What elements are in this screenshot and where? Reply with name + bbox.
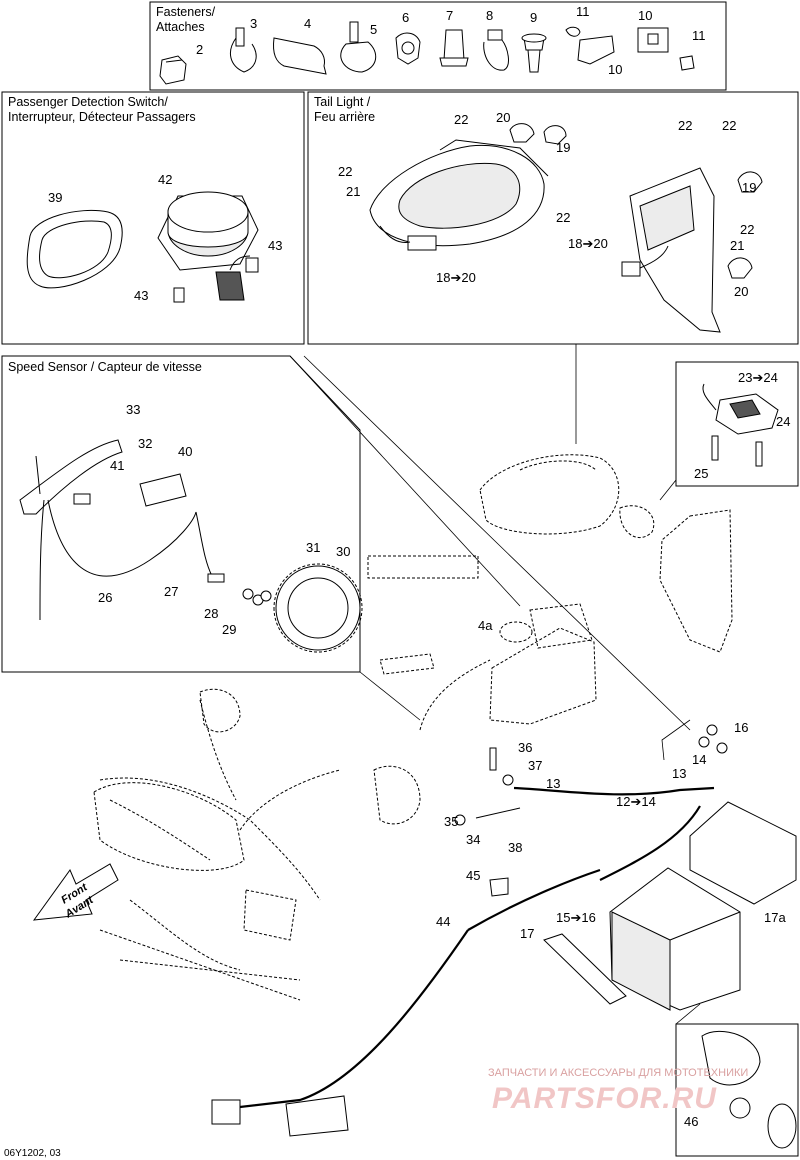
speed-title: Speed Sensor / Capteur de vitesse	[8, 360, 202, 374]
fastener-parts	[159, 21, 695, 85]
callout-17: 17	[520, 926, 534, 941]
callout-44: 44	[436, 914, 450, 929]
watermark: ЗАПЧАСТИ И АКСЕССУАРЫ ДЛЯ МОТОТЕХНИКИ PA…	[488, 1067, 748, 1115]
passenger-switch-panel	[1, 91, 305, 345]
front-direction-arrow: Front Avant	[32, 863, 119, 921]
callout-19a: 19	[556, 140, 570, 155]
callout-40: 40	[178, 444, 192, 459]
callout-2: 2	[196, 42, 203, 57]
callout-23: 23➔24	[738, 370, 778, 385]
callout-41: 41	[110, 458, 124, 473]
callout-21a: 21	[346, 184, 360, 199]
callout-4: 4	[304, 16, 311, 31]
watermark-logo: PARTSFOR.RU	[492, 1082, 717, 1115]
callout-24: 24	[776, 414, 790, 429]
callout-10a: 10	[638, 8, 652, 23]
callout-7: 7	[446, 8, 453, 23]
callout-45: 45	[466, 868, 480, 883]
callout-13b: 13	[672, 766, 686, 781]
callout-14: 14	[692, 752, 706, 767]
callout-27: 27	[164, 584, 178, 599]
fasteners-title-1: Fasteners/	[156, 5, 216, 19]
callout-4a: 4a	[478, 618, 493, 633]
main-assembly	[93, 344, 797, 1149]
callout-12: 12➔14	[616, 794, 656, 809]
callout-22b: 22	[338, 164, 352, 179]
callout-22e: 22	[722, 118, 736, 133]
callout-33: 33	[126, 402, 140, 417]
callout-22d: 22	[678, 118, 692, 133]
callout-19b: 19	[742, 180, 756, 195]
callout-32: 32	[138, 436, 152, 451]
callout-29: 29	[222, 622, 236, 637]
callout-13a: 13	[546, 776, 560, 791]
watermark-caption: ЗАПЧАСТИ И АКСЕССУАРЫ ДЛЯ МОТОТЕХНИКИ	[488, 1067, 748, 1079]
callout-11b: 11	[692, 28, 706, 43]
callout-42: 42	[158, 172, 172, 187]
callout-18b: 18➔20	[568, 236, 608, 251]
callout-16: 16	[734, 720, 748, 735]
callout-20a: 20	[496, 110, 510, 125]
callout-8: 8	[486, 8, 493, 23]
callout-18a: 18➔20	[436, 270, 476, 285]
figure-code: 06Y1202, 03	[4, 1148, 61, 1159]
callout-28: 28	[204, 606, 218, 621]
taillight-title-2: Feu arrière	[314, 110, 375, 124]
callout-5: 5	[370, 22, 377, 37]
fasteners-title-2: Attaches	[156, 20, 205, 34]
callout-35: 35	[444, 814, 458, 829]
callout-10b: 10	[608, 62, 622, 77]
sensor-detail-parts	[702, 383, 779, 467]
callout-17a: 17a	[764, 910, 786, 925]
callout-39: 39	[48, 190, 62, 205]
taillight-title-1: Tail Light /	[314, 95, 371, 109]
tail-light-parts	[369, 123, 763, 333]
callout-20b: 20	[734, 284, 748, 299]
callout-3: 3	[250, 16, 257, 31]
passenger-title-1: Passenger Detection Switch/	[8, 95, 168, 109]
callout-31: 31	[306, 540, 320, 555]
callout-labels: 2 3 4 5 6 7 8 9 11 10 11 10 39 42 43 43 …	[4, 4, 790, 1159]
callout-43a: 43	[268, 238, 282, 253]
callout-21b: 21	[730, 238, 744, 253]
callout-22a: 22	[454, 112, 468, 127]
callout-37: 37	[528, 758, 542, 773]
callout-6: 6	[402, 10, 409, 25]
callout-34: 34	[466, 832, 480, 847]
callout-26: 26	[98, 590, 112, 605]
speed-sensor-parts	[19, 439, 363, 653]
callout-9: 9	[530, 10, 537, 25]
callout-22f: 22	[740, 222, 754, 237]
callout-25: 25	[694, 466, 708, 481]
callout-11a: 11	[576, 4, 590, 19]
callout-22c: 22	[556, 210, 570, 225]
callout-15: 15➔16	[556, 910, 596, 925]
callout-43b: 43	[134, 288, 148, 303]
callout-36: 36	[518, 740, 532, 755]
callout-46: 46	[684, 1114, 698, 1129]
callout-30: 30	[336, 544, 350, 559]
passenger-switch-parts	[26, 191, 259, 303]
passenger-title-2: Interrupteur, Détecteur Passagers	[8, 110, 196, 124]
callout-38: 38	[508, 840, 522, 855]
